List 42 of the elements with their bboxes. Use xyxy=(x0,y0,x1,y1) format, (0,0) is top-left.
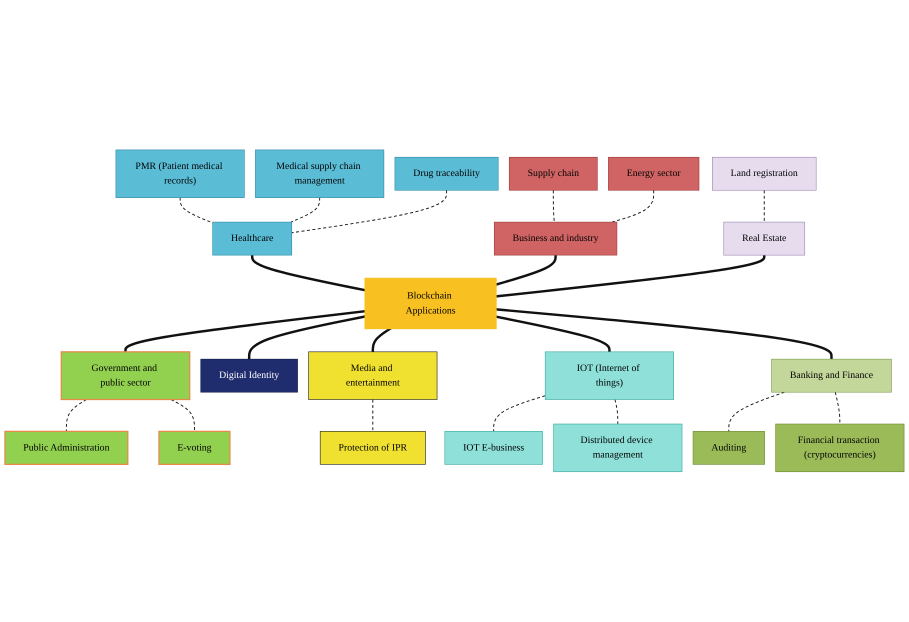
node-box: Media and entertainment xyxy=(308,352,438,400)
connector xyxy=(552,190,555,223)
node-box: IOT (Internet of things) xyxy=(544,352,674,400)
node-box: PMR (Patient medical records) xyxy=(116,150,245,198)
node-box: Business and industry xyxy=(494,222,618,256)
node-box: IOT E-business xyxy=(444,431,543,465)
node-box: Banking and Finance xyxy=(771,359,892,393)
node-box: Real Estate xyxy=(723,222,806,256)
node-box: Government and public sector xyxy=(60,351,190,400)
connector xyxy=(248,315,367,360)
node-box: Land registration xyxy=(712,157,816,191)
connector xyxy=(834,392,840,425)
node-box: Supply chain xyxy=(508,157,598,191)
node-box: Digital Identity xyxy=(200,359,298,393)
connector xyxy=(290,197,320,223)
node-box: Public Administration xyxy=(4,430,128,466)
node-box: Financial transaction (cryptocurrencies) xyxy=(775,424,904,472)
node-box: Distributed device management xyxy=(553,424,682,472)
connector xyxy=(764,190,765,223)
connector xyxy=(494,255,557,286)
connector xyxy=(494,315,611,352)
connector xyxy=(372,399,374,432)
connector xyxy=(728,392,785,432)
node-box: E-voting xyxy=(158,430,231,466)
node-box: Auditing xyxy=(692,431,765,465)
node-box: Energy sector xyxy=(608,157,700,191)
connector xyxy=(124,310,366,352)
connector xyxy=(614,399,618,425)
node-box: Healthcare xyxy=(212,222,292,256)
connector xyxy=(291,190,448,234)
connector xyxy=(180,197,214,224)
connector xyxy=(494,308,833,360)
node-box: Blockchain Applications xyxy=(364,278,497,330)
connector xyxy=(611,190,654,223)
node-box: Protection of IPR xyxy=(320,431,426,465)
node-box: Drug traceability xyxy=(394,157,499,191)
connector xyxy=(170,399,195,432)
node-box: Medical supply chain management xyxy=(255,150,384,198)
connector xyxy=(372,326,394,352)
connector xyxy=(493,395,546,432)
connector xyxy=(494,255,766,298)
connector xyxy=(66,399,87,432)
